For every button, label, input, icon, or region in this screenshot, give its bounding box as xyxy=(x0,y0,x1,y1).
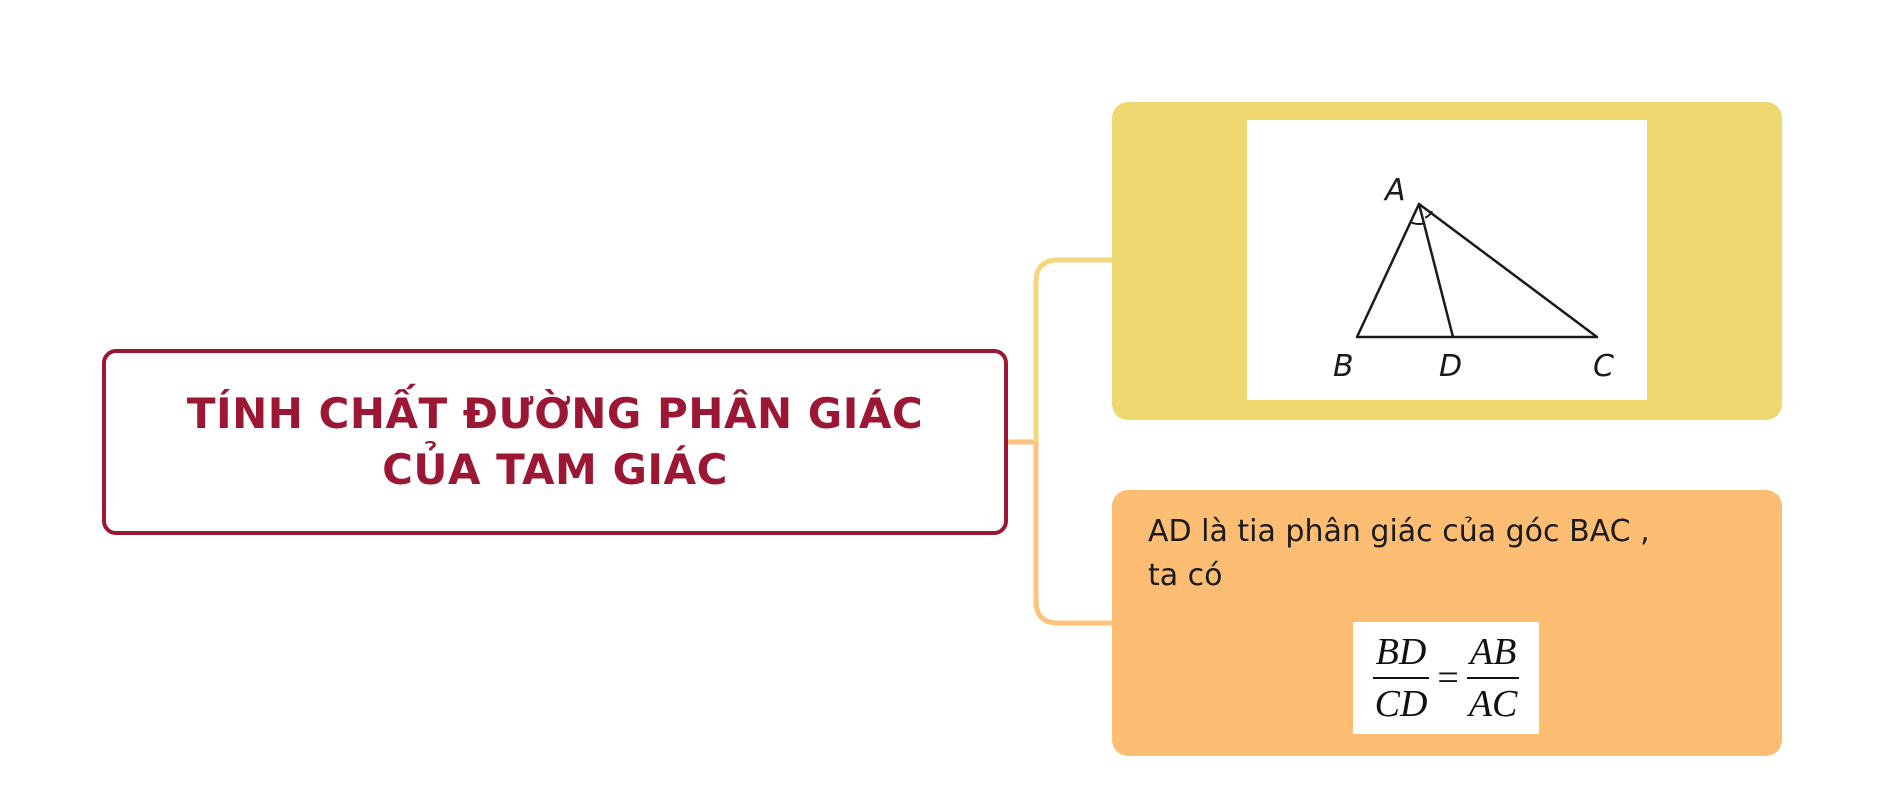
fraction-left-numerator: BD xyxy=(1375,631,1427,673)
angle-arc-right xyxy=(1424,210,1434,219)
property-statement: AD là tia phân giác của góc BAC , ta có xyxy=(1148,510,1758,598)
bisector-ad xyxy=(1417,203,1455,338)
fraction-ab-ac: AB AC xyxy=(1466,630,1520,726)
fraction-bd-cd: BD CD xyxy=(1372,630,1430,726)
triangle-diagram: A B D C xyxy=(1333,173,1614,384)
bisector-property-node[interactable]: AD là tia phân giác của góc BAC , ta có … xyxy=(1112,490,1782,756)
equals-sign: = xyxy=(1437,657,1459,699)
triangle-abc xyxy=(1355,202,1599,339)
root-topic[interactable]: TÍNH CHẤT ĐƯỜNG PHÂN GIÁC CỦA TAM GIÁC xyxy=(102,349,1008,535)
property-text-line-2: ta có xyxy=(1148,558,1223,593)
connector-to-figure xyxy=(1033,257,1112,442)
fraction-left-denominator: CD xyxy=(1374,683,1428,725)
fraction-right-numerator: AB xyxy=(1469,631,1517,673)
root-title-line-2: CỦA TAM GIÁC xyxy=(382,445,728,494)
property-text-line-1: AD là tia phân giác của góc BAC , xyxy=(1148,514,1650,549)
vertex-c-label: C xyxy=(1593,349,1614,384)
fraction-right-bar xyxy=(1466,677,1520,679)
fraction-right-denominator: AC xyxy=(1468,683,1518,725)
ratio-formula: BD CD = AB AC xyxy=(1353,622,1539,734)
vertex-b-label: B xyxy=(1333,349,1354,384)
angle-arc-left xyxy=(1410,221,1425,225)
point-d-label: D xyxy=(1439,349,1462,384)
fraction-left-bar xyxy=(1372,677,1430,679)
vertex-a-label: A xyxy=(1383,173,1406,208)
connector-to-property xyxy=(1033,442,1112,626)
triangle-figure-node[interactable]: A B D C xyxy=(1112,102,1782,420)
triangle-figure: A B D C xyxy=(1247,120,1647,400)
root-title-line-1: TÍNH CHẤT ĐƯỜNG PHÂN GIÁC xyxy=(186,389,924,438)
